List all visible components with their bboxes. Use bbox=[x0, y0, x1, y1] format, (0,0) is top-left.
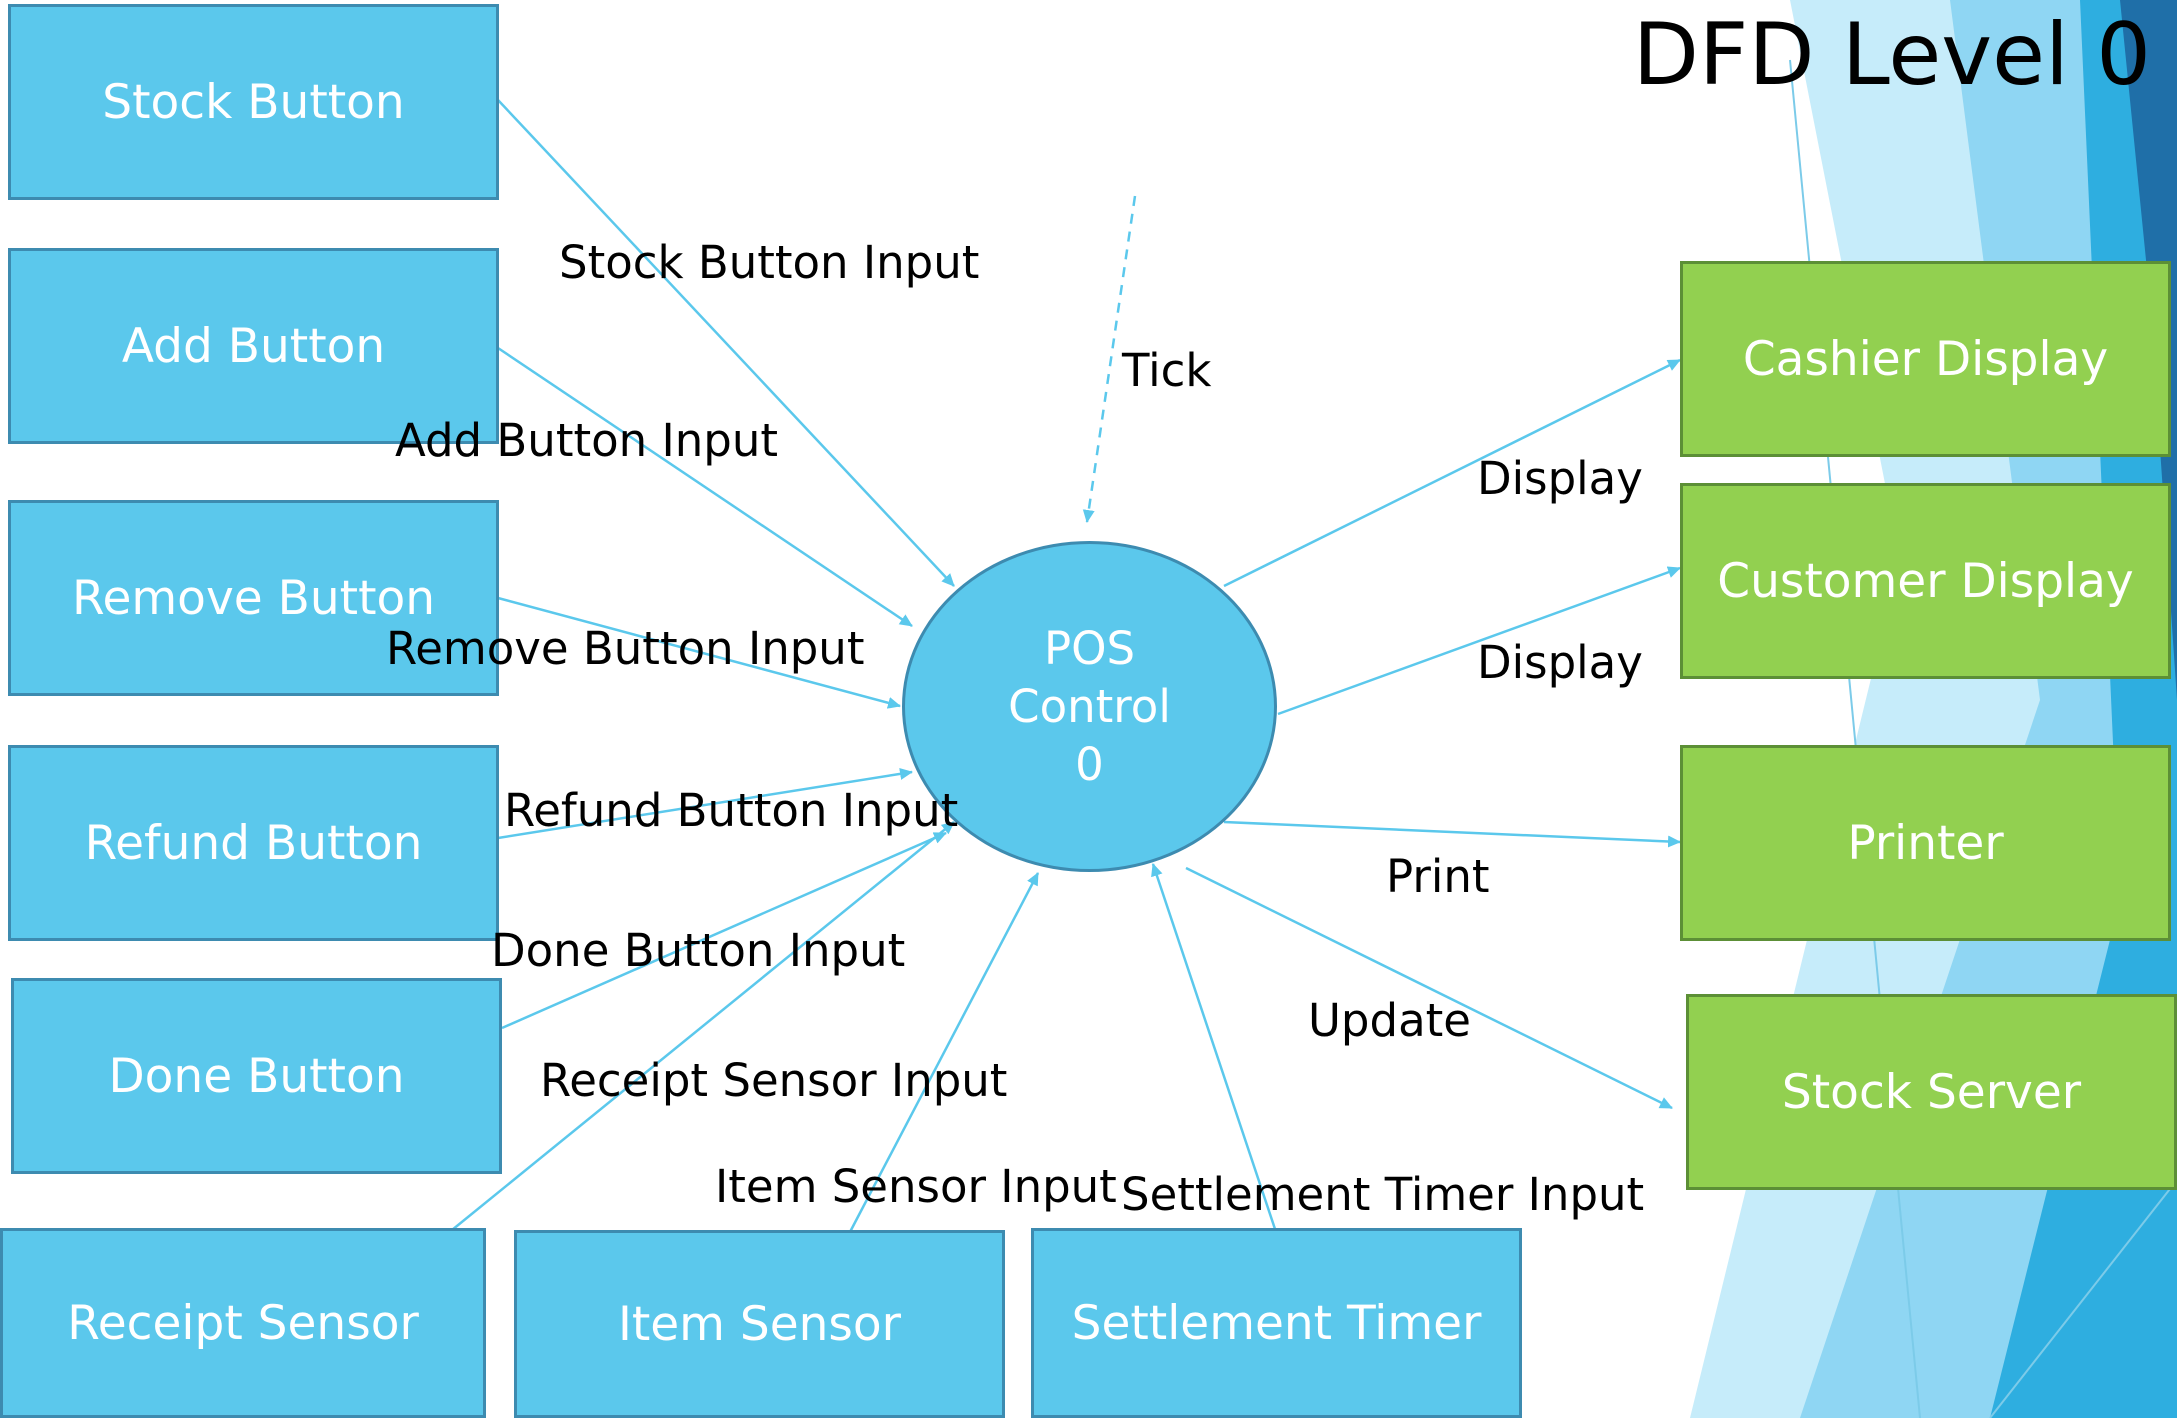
entity-stock-button: Stock Button bbox=[8, 4, 499, 200]
flow-arrow-stock-button bbox=[497, 99, 955, 587]
process-label-number: 0 bbox=[1075, 737, 1104, 791]
entity-done-button: Done Button bbox=[11, 978, 502, 1174]
entity-label: Stock Server bbox=[1781, 1064, 2082, 1120]
entity-refund-button: Refund Button bbox=[8, 745, 499, 941]
flow-arrow-receipt-sensor bbox=[451, 821, 955, 1231]
entity-label: Settlement Timer bbox=[1071, 1295, 1482, 1351]
flow-arrow-remove-button bbox=[497, 596, 901, 709]
process-pos-control: POS Control 0 bbox=[902, 541, 1277, 872]
flow-label-tick: Tick bbox=[1122, 344, 1212, 397]
flow-label-customer-display: Display bbox=[1477, 636, 1643, 689]
flow-arrow-cashier-display bbox=[1223, 358, 1681, 588]
flow-label-add-button-input: Add Button Input bbox=[395, 414, 778, 467]
entity-label: Done Button bbox=[108, 1048, 405, 1104]
flow-arrow-customer-display bbox=[1277, 566, 1681, 716]
entity-settlement-timer: Settlement Timer bbox=[1031, 1228, 1522, 1418]
flow-label-remove-button-input: Remove Button Input bbox=[386, 622, 865, 675]
entity-label: Customer Display bbox=[1717, 553, 2134, 609]
flow-label-done-button-input: Done Button Input bbox=[491, 924, 906, 977]
process-label-line2: Control bbox=[1008, 679, 1171, 733]
entity-printer: Printer bbox=[1680, 745, 2171, 941]
flow-arrow-tick bbox=[1082, 195, 1137, 523]
entity-label: Cashier Display bbox=[1742, 331, 2109, 387]
entity-receipt-sensor: Receipt Sensor bbox=[0, 1228, 486, 1418]
flow-arrow-printer bbox=[1223, 820, 1681, 848]
entity-customer-display: Customer Display bbox=[1680, 483, 2171, 679]
flow-arrow-stock-server bbox=[1185, 866, 1673, 1110]
flow-label-settlement-timer-input: Settlement Timer Input bbox=[1121, 1168, 1645, 1221]
flow-arrow-refund-button bbox=[497, 767, 913, 840]
entity-item-sensor: Item Sensor bbox=[514, 1230, 1005, 1418]
entity-label: Receipt Sensor bbox=[67, 1295, 419, 1351]
flow-arrow-done-button bbox=[501, 831, 947, 1030]
flow-label-cashier-display: Display bbox=[1477, 452, 1643, 505]
flow-label-receipt-sensor-input: Receipt Sensor Input bbox=[540, 1054, 1008, 1107]
entity-label: Add Button bbox=[121, 318, 386, 374]
entity-stock-server: Stock Server bbox=[1686, 994, 2177, 1190]
entity-label: Remove Button bbox=[71, 570, 436, 626]
diagram-title: DFD Level 0 bbox=[1632, 5, 2151, 105]
flow-arrow-add-button bbox=[497, 346, 913, 628]
flow-arrow-item-sensor bbox=[848, 872, 1040, 1233]
entity-cashier-display: Cashier Display bbox=[1680, 261, 2171, 457]
entity-add-button: Add Button bbox=[8, 248, 499, 444]
flow-label-stock-button-input: Stock Button Input bbox=[559, 236, 980, 289]
entity-remove-button: Remove Button bbox=[8, 500, 499, 696]
entity-label: Refund Button bbox=[84, 815, 423, 871]
entity-label: Item Sensor bbox=[617, 1296, 902, 1352]
flow-label-printer: Print bbox=[1386, 850, 1490, 903]
flow-label-item-sensor-input: Item Sensor Input bbox=[715, 1160, 1117, 1213]
entity-label: Stock Button bbox=[102, 74, 405, 130]
flow-label-stock-server: Update bbox=[1308, 994, 1471, 1047]
process-label-line1: POS bbox=[1043, 621, 1136, 675]
flow-arrow-settlement-timer bbox=[1151, 863, 1278, 1233]
entity-label: Printer bbox=[1847, 815, 2004, 871]
flow-label-refund-button-input: Refund Button Input bbox=[504, 784, 959, 837]
